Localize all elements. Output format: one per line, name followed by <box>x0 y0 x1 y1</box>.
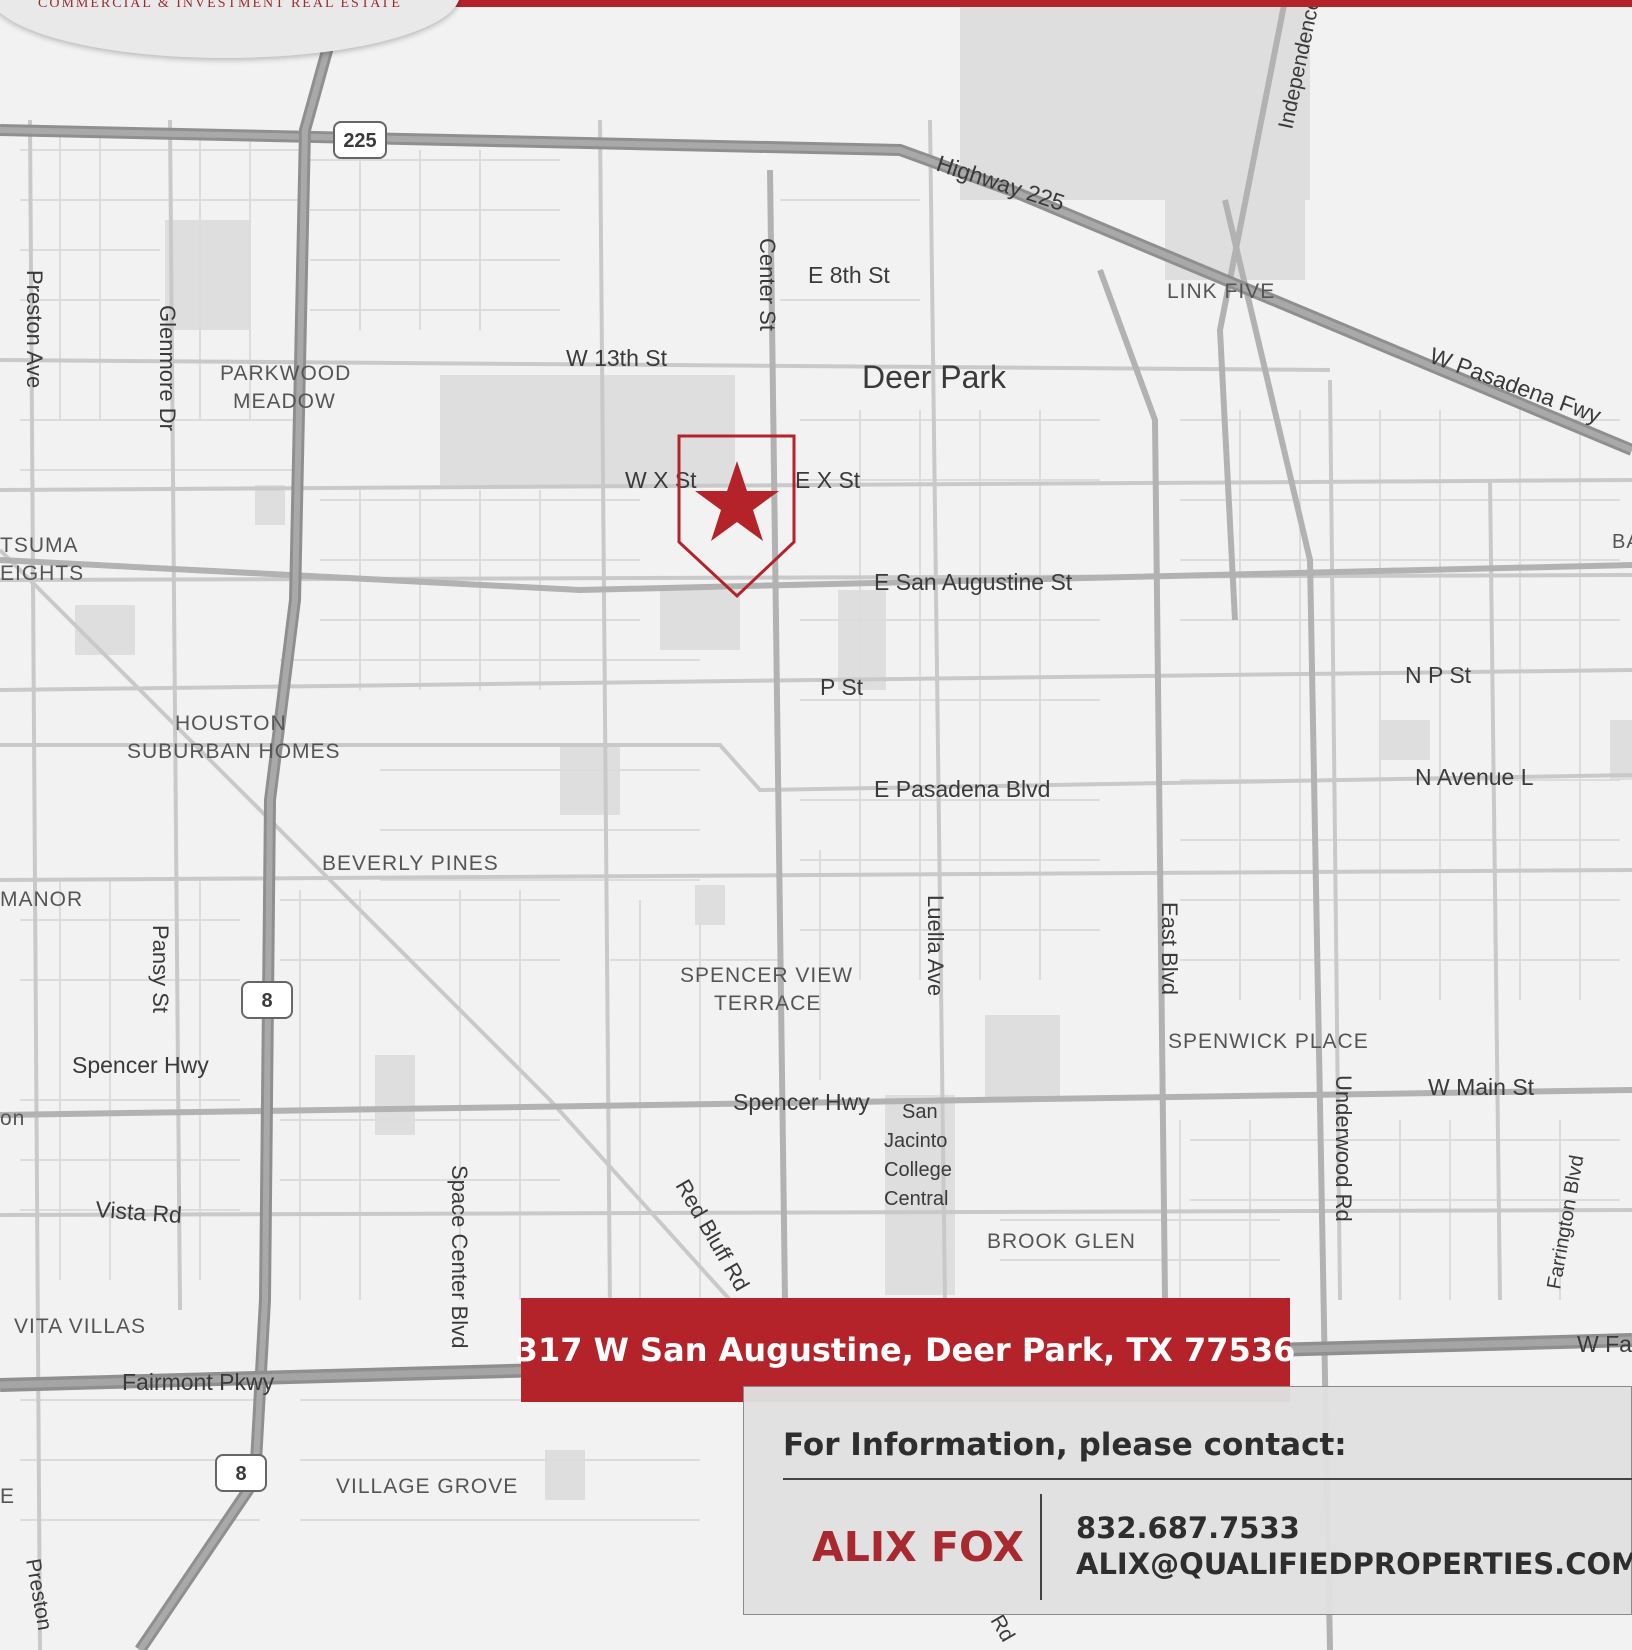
road-label-luella-ave: Luella Ave <box>923 895 948 996</box>
road-label-center-st: Center St <box>755 238 780 331</box>
road-label-e-8th-st: E 8th St <box>808 262 890 288</box>
svg-text:MANOR: MANOR <box>0 888 83 911</box>
svg-text:E: E <box>0 1485 15 1508</box>
svg-text:BA: BA <box>1612 531 1632 553</box>
road-label-w-x-st: W X St <box>625 467 697 493</box>
svg-text:8: 8 <box>261 990 272 1012</box>
road-label-fairmont-pkwy: Fairmont Pkwy <box>122 1369 275 1395</box>
road-label-spencer-hwy-west: Spencer Hwy <box>72 1052 209 1078</box>
brand-tagline: COMMERCIAL & INVESTMENT REAL ESTATE <box>38 0 402 11</box>
svg-text:VILLAGE GROVE: VILLAGE GROVE <box>336 1475 518 1498</box>
svg-text:TSUMA: TSUMA <box>0 534 79 557</box>
road-label-vista-rd: Vista Rd <box>95 1196 183 1228</box>
svg-text:Central: Central <box>884 1188 948 1210</box>
college-label: San Jacinto College Central <box>884 1101 952 1210</box>
svg-text:LINK FIVE: LINK FIVE <box>1167 280 1275 303</box>
star-pin-icon[interactable] <box>677 434 796 599</box>
road-label-e-san-augustine-st: E San Augustine St <box>874 569 1073 595</box>
streets <box>0 119 1632 1650</box>
road-label-w-main-st: W Main St <box>1428 1074 1535 1100</box>
svg-text:BEVERLY PINES: BEVERLY PINES <box>322 852 499 875</box>
contact-panel: For Information, please contact: ALIX FO… <box>743 1386 1632 1615</box>
brand-top-bar <box>455 0 1632 7</box>
agent-email-link[interactable]: ALIX@QUALIFIEDPROPERTIES.COM <box>1076 1547 1632 1581</box>
road-label-underwood-rd: Underwood Rd <box>1331 1075 1356 1222</box>
road-label-east-blvd: East Blvd <box>1157 902 1182 995</box>
agent-name: ALIX FOX <box>812 1523 1025 1571</box>
highway-shield-8-south: 8 <box>215 1454 267 1492</box>
svg-text:TERRACE: TERRACE <box>714 992 821 1015</box>
svg-text:on: on <box>0 1107 25 1130</box>
neighborhood-labels: PARKWOOD MEADOW LINK FIVE TSUMA EIGHTS H… <box>0 280 1632 1508</box>
road-label-space-center-blvd: Space Center Blvd <box>447 1165 472 1348</box>
highway-shield-8-north: 8 <box>241 981 293 1019</box>
road-label-w-13th-st: W 13th St <box>566 345 668 371</box>
road-label-e-x-st: E X St <box>795 467 861 493</box>
svg-text:BROOK GLEN: BROOK GLEN <box>987 1230 1136 1253</box>
land-parcels <box>75 0 1632 1500</box>
svg-text:8: 8 <box>235 1463 246 1485</box>
contact-divider-rule <box>783 1478 1632 1480</box>
svg-text:SPENWICK PLACE: SPENWICK PLACE <box>1168 1030 1369 1053</box>
highway-shield-225: 225 <box>333 121 387 159</box>
svg-text:225: 225 <box>343 130 376 152</box>
road-label-pansy-st: Pansy St <box>148 925 173 1013</box>
svg-text:SUBURBAN HOMES: SUBURBAN HOMES <box>127 740 341 763</box>
svg-text:PARKWOOD: PARKWOOD <box>220 362 351 385</box>
svg-text:College: College <box>884 1159 952 1181</box>
road-label-n-avenue-l: N Avenue L <box>1415 764 1534 790</box>
svg-text:SPENCER VIEW: SPENCER VIEW <box>680 964 853 987</box>
road-label-p-st: P St <box>820 674 864 700</box>
contact-vertical-divider <box>1040 1494 1042 1600</box>
road-label-e-pasadena-blvd: E Pasadena Blvd <box>874 776 1050 802</box>
svg-text:EIGHTS: EIGHTS <box>0 562 84 585</box>
road-label-n-p-st: N P St <box>1405 662 1472 688</box>
road-label-glenmore-dr: Glenmore Dr <box>155 305 180 431</box>
svg-text:HOUSTON: HOUSTON <box>175 712 287 735</box>
agent-phone-link[interactable]: 832.687.7533 <box>1076 1511 1300 1545</box>
road-label-spencer-hwy-east: Spencer Hwy <box>733 1089 870 1115</box>
svg-text:Jacinto: Jacinto <box>884 1130 947 1152</box>
svg-text:MEADOW: MEADOW <box>233 390 336 413</box>
svg-text:San: San <box>902 1101 938 1123</box>
city-label-deer-park: Deer Park <box>862 359 1007 395</box>
road-label-preston-ave: Preston Ave <box>22 270 47 388</box>
property-address-banner: 317 W San Augustine, Deer Park, TX 77536 <box>516 1298 1295 1402</box>
road-label-w-fa: W Fa <box>1577 1331 1632 1357</box>
contact-heading: For Information, please contact: <box>783 1427 1347 1463</box>
svg-text:VITA VILLAS: VITA VILLAS <box>14 1315 146 1338</box>
